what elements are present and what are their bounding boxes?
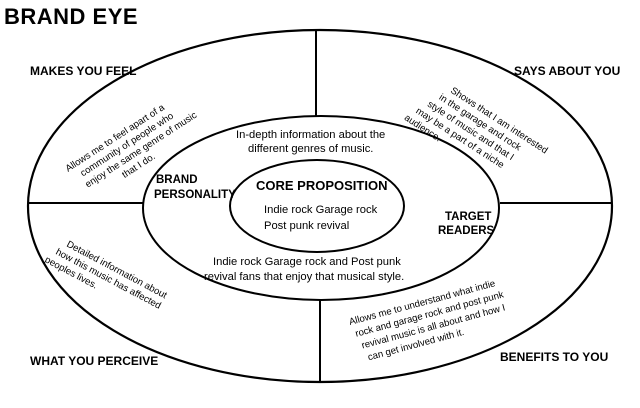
middle-top-line: In-depth information about the: [236, 129, 385, 141]
core-ellipse: [229, 159, 405, 253]
page-title: BRAND EYE: [4, 4, 138, 29]
what-you-perceive-text: Detailed information about how this musi…: [43, 239, 169, 312]
middle-top-line: different genres of music.: [248, 143, 373, 155]
makes-you-feel-heading: MAKES YOU FEEL: [30, 64, 136, 78]
says-about-you-heading: SAYS ABOUT YOU: [514, 64, 620, 78]
brand-personality-label: BRAND: [156, 174, 198, 186]
middle-bottom-line: revival fans that enjoy that musical sty…: [204, 271, 404, 283]
brand-personality-label: PERSONALITY: [154, 189, 236, 201]
what-you-perceive-heading: WHAT YOU PERCEIVE: [30, 354, 158, 368]
core-proposition-line: Post punk revival: [264, 220, 349, 232]
core-proposition-line: Indie rock Garage rock: [264, 204, 378, 216]
core-proposition-heading: CORE PROPOSITION: [256, 178, 387, 193]
middle-bottom-line: Indie rock Garage rock and Post punk: [213, 256, 401, 268]
target-readers-label: READERS: [438, 225, 495, 237]
target-readers-label: TARGET: [445, 211, 491, 223]
benefits-to-you-heading: BENEFITS TO YOU: [500, 350, 608, 364]
